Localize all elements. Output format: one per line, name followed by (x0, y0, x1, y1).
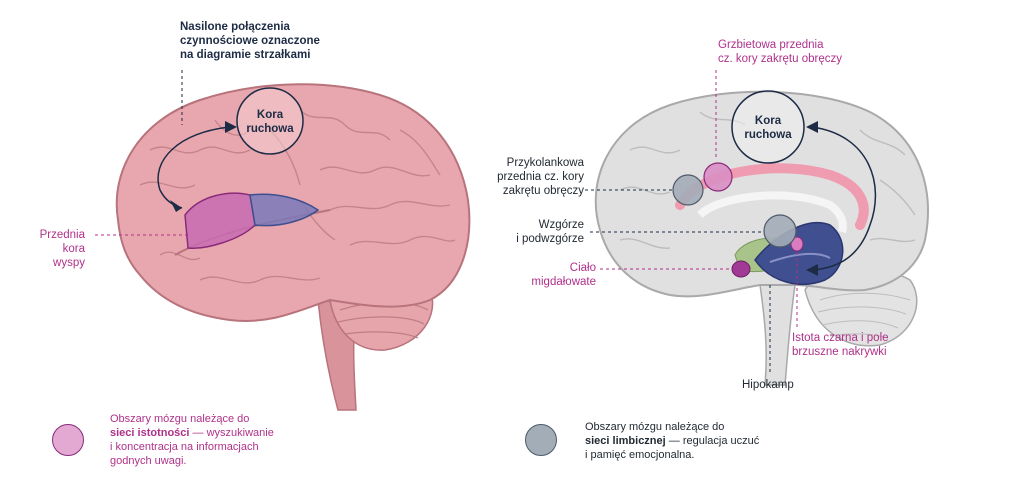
thalamus-label: Wzgórze i podwzgórze (516, 219, 584, 245)
hippocampus-label: Hipokamp (742, 379, 794, 391)
right-motor-cortex-circle (731, 90, 805, 164)
salience-legend-dot (52, 424, 84, 456)
salience-legend-text: Obszary mózgu należące do sieci istotnoś… (110, 413, 274, 467)
left-motor-cortex-circle (236, 87, 304, 155)
arrows-note: Nasilone połączenia czynnościowe oznaczo… (180, 21, 320, 61)
amygdala-label: Ciało migdałowate (531, 262, 596, 288)
dorsal-acc-circle (703, 162, 733, 192)
right-motor-cortex-label: Kora ruchowa (744, 115, 792, 141)
dorsal-acc-label: Grzbietowa przednia cz. kory zakrętu obr… (718, 39, 842, 65)
subgenual-acc-label: Przykolankowa przednia cz. kory zakrętu … (497, 157, 584, 197)
substantia-nigra-region (790, 236, 804, 252)
thalamus-circle (763, 214, 797, 248)
subgenual-acc-circle (672, 174, 704, 206)
left-motor-cortex-label: Kora ruchowa (246, 109, 294, 135)
left-insula-posterior (249, 193, 320, 227)
right-brainstem (759, 284, 796, 386)
substantia-nigra-label: Istota czarna i pole brzuszne nakrywki (792, 332, 889, 358)
limbic-legend-dot (525, 424, 557, 456)
left-brain-illustration (95, 70, 471, 411)
right-brain-illustration (585, 70, 929, 386)
limbic-legend-text: Obszary mózgu należące do sieci limbiczn… (585, 421, 760, 461)
amygdala-region (731, 260, 751, 278)
insula-label: Przednia kora wyspy (39, 229, 85, 269)
